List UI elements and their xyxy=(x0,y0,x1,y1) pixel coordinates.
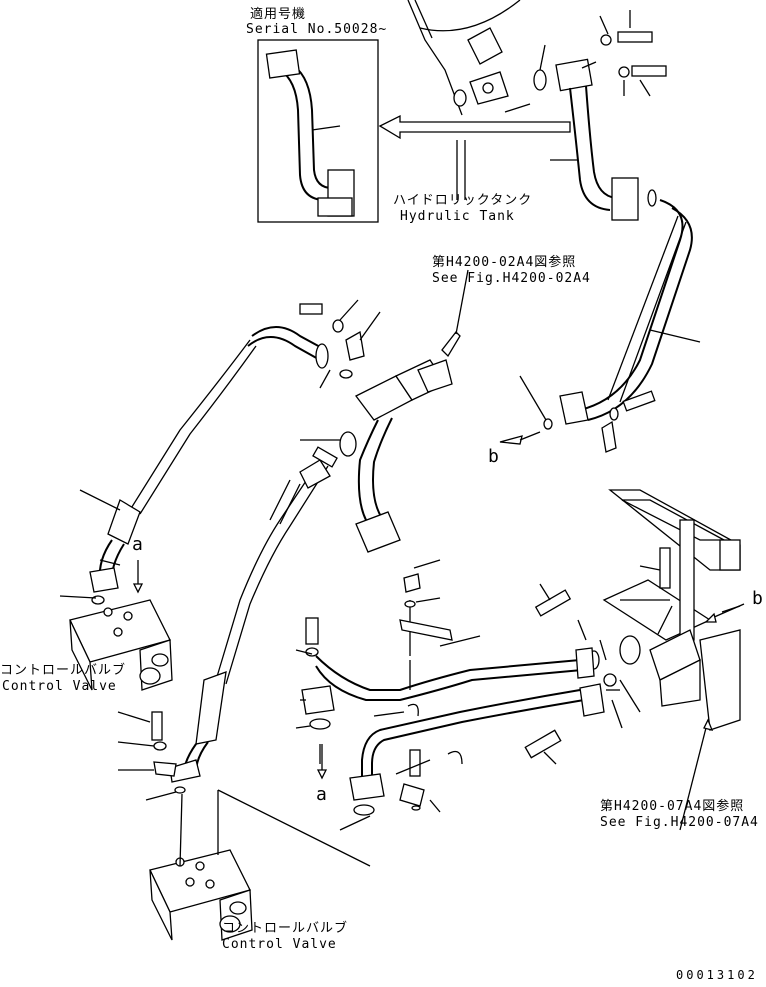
hydraulic-tank-jp-label: ハイドロリックタンク xyxy=(393,193,533,208)
control-valve-1-drawing xyxy=(69,595,173,691)
tank-outlet-tube xyxy=(550,10,667,221)
hydraulic-tank-outline xyxy=(407,0,463,116)
see-fig-02a4-en-label: See Fig.H4200-02A4 xyxy=(432,271,591,286)
valve-small-parts xyxy=(59,559,177,801)
see-fig-07a4-jp-label: 第H4200-07A4図参照 xyxy=(600,799,745,814)
ref-a-top: a xyxy=(132,534,144,555)
reference-arrows xyxy=(132,560,745,780)
tank-flange-parts xyxy=(453,27,547,113)
hydraulic-tank-en-label: Hydrulic Tank xyxy=(400,209,515,224)
inset-tube xyxy=(265,49,355,217)
ref-b-left: b xyxy=(488,446,500,467)
inset-frame xyxy=(257,39,379,223)
lower-tubes xyxy=(295,559,620,831)
middle-manifold xyxy=(247,269,469,553)
control-valve-1-jp-label: コントロールバルブ xyxy=(0,663,127,678)
hose-center xyxy=(169,446,338,783)
control-valve-2-en-label: Control Valve xyxy=(222,937,337,952)
control-valve-2-drawing xyxy=(149,786,371,941)
ref-b-right: b xyxy=(752,588,764,609)
ref-a-bottom: a xyxy=(316,784,328,805)
drawing-number: 00013102 xyxy=(676,968,758,982)
inset-serial-label: Serial No.50028~ xyxy=(246,22,388,37)
cooler-bracket xyxy=(524,489,741,831)
inset-applicable-label: 適用号機 xyxy=(250,7,307,22)
hose-right xyxy=(499,199,701,453)
hose-left xyxy=(79,339,257,593)
control-valve-1-en-label: Control Valve xyxy=(2,679,117,694)
arrow-to-inset xyxy=(378,114,571,200)
see-fig-07a4-en-label: See Fig.H4200-07A4 xyxy=(600,815,759,830)
see-fig-02a4-jp-label: 第H4200-02A4図参照 xyxy=(432,255,577,270)
control-valve-2-jp-label: コントロールバルブ xyxy=(222,921,349,936)
